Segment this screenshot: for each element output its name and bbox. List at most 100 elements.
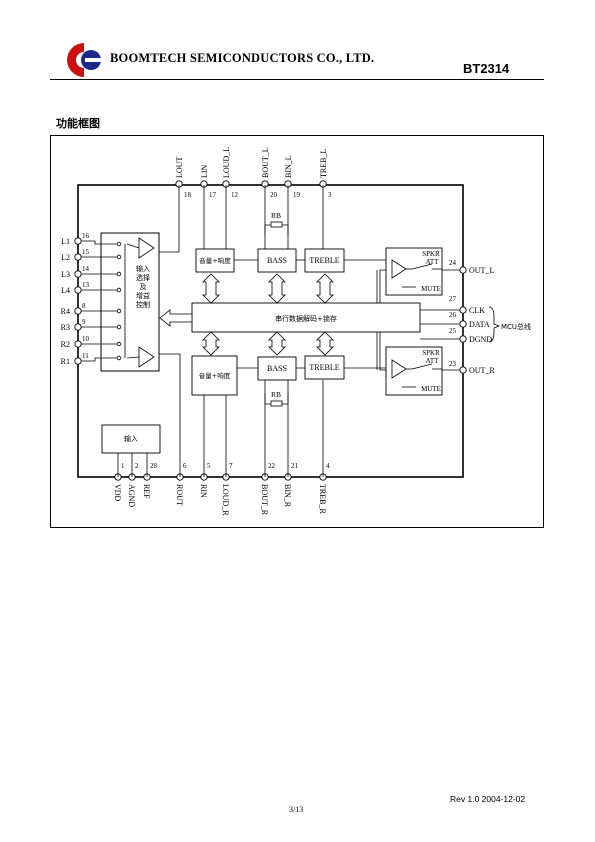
pin-num-l4: 13 — [82, 281, 90, 289]
pin-num-agnd: 2 — [135, 462, 139, 470]
pin-num-bout_r: 22 — [268, 462, 276, 470]
pin-label-out_r: OUT_R — [469, 366, 495, 375]
volume-loudness-bottom-label: 音量+响度 — [199, 371, 231, 380]
pin-num-l3: 14 — [82, 265, 90, 273]
pin-label-rout: ROUT — [175, 484, 184, 506]
pin-label-bin_r: BIN_R — [283, 484, 292, 508]
rb-bottom-label: RB — [271, 390, 281, 399]
bass-top-label: BASS — [267, 256, 287, 265]
bass-bottom — [257, 356, 297, 381]
speaker-att-top — [385, 247, 443, 296]
pin-label-lout: LOUT — [175, 157, 184, 178]
volume-loudness-bottom — [191, 355, 238, 396]
pin-label-bout_r: BOUT_R — [260, 484, 269, 516]
footer-revision: Rev 1.0 2004-12-02 — [450, 794, 526, 804]
pin-num-treb_r: 4 — [326, 462, 330, 470]
mcu-bus-label: MCU总线 — [501, 322, 531, 331]
wire-r1 — [81, 357, 117, 362]
pin-num-clk: 27 — [449, 295, 457, 303]
switch-contact-l4 — [116, 287, 122, 293]
rb-bottom — [264, 393, 289, 407]
pin-label-r3: R3 — [61, 323, 70, 332]
bass-bottom-label: BASS — [267, 364, 287, 373]
pin-label-vdd: VDD — [113, 484, 122, 502]
pin-r2 — [74, 340, 82, 348]
switch-contact-l1 — [116, 241, 122, 247]
treble-top-label: TREBLE — [309, 256, 339, 265]
pin-dgnd — [459, 335, 467, 343]
pin-label-lin: LIN — [200, 164, 209, 178]
bottom-wiring — [117, 353, 324, 477]
pin-num-out_r: 23 — [449, 360, 457, 368]
pin-num-lout: 18 — [184, 191, 192, 199]
pin-r1 — [74, 357, 82, 365]
volume-loudness-top — [195, 248, 235, 273]
pin-label-loud_l: LOUD_L — [222, 147, 231, 178]
switch-contact-r3 — [116, 324, 122, 330]
serial-to-speaker — [376, 269, 386, 371]
part-number: BT2314 — [463, 61, 510, 76]
pin-num-dgnd: 25 — [449, 327, 457, 335]
wire-l1 — [81, 240, 117, 245]
pin-num-r4: 8 — [82, 302, 86, 310]
switch-contact-r2 — [116, 341, 122, 347]
pin-num-l2: 15 — [82, 248, 90, 256]
treble-bottom-label: TREBLE — [309, 363, 339, 372]
pin-label-agnd: AGND — [127, 484, 136, 507]
pin-label-r1: R1 — [61, 357, 70, 366]
pin-l1 — [74, 237, 82, 245]
pin-num-loud_r: 7 — [229, 462, 233, 470]
pin-label-loud_r: LOUD_R — [221, 484, 230, 516]
switch-contact-l3 — [116, 271, 122, 277]
pin-label-clk: CLK — [469, 306, 485, 315]
pin-num-ref: 28 — [150, 462, 158, 470]
speaker-att-bottom — [385, 346, 443, 396]
pin-out_r — [459, 366, 467, 374]
pin-l4 — [74, 286, 82, 294]
pin-label-bin_l: BIN_L — [284, 155, 293, 178]
pin-r4 — [74, 307, 82, 315]
header-divider — [50, 79, 544, 80]
pin-num-vdd: 1 — [121, 462, 125, 470]
pin-out_l — [459, 266, 467, 274]
input-power-block — [101, 424, 161, 454]
bass-top — [257, 248, 297, 273]
pin-num-r1: 11 — [82, 352, 89, 360]
pin-num-data: 26 — [449, 311, 457, 319]
pin-l3 — [74, 270, 82, 278]
pin-label-out_l: OUT_L — [469, 266, 494, 275]
bottom-pins: VDD1AGND2REF28ROUT6RIN5LOUD_R7BOUT_R22BI… — [113, 462, 330, 516]
right-wiring — [420, 269, 501, 371]
treble-bottom — [304, 355, 345, 380]
pin-num-lin: 17 — [209, 191, 217, 199]
treble-top — [304, 248, 345, 273]
switch-contact-r4 — [116, 308, 122, 314]
rb-top — [264, 221, 289, 235]
rb-top-label: RB — [271, 211, 281, 220]
input-select-block — [100, 232, 160, 372]
company-logo — [57, 41, 109, 79]
section-title: 功能框图 — [56, 117, 100, 130]
company-name: BOOMTECH SEMICONDUCTORS CO., LTD. — [110, 51, 375, 65]
pin-data — [459, 320, 467, 328]
top-pins: LOUT18LIN17LOUD_L12BOUT_L20BIN_L19TREB_L… — [175, 147, 332, 199]
pin-num-bin_l: 19 — [293, 191, 301, 199]
pin-l2 — [74, 253, 82, 261]
pin-label-l4: L4 — [61, 286, 70, 295]
pin-label-r4: R4 — [61, 307, 70, 316]
pin-num-r3: 9 — [82, 318, 86, 326]
chip-outline — [77, 184, 464, 478]
logo-icon — [67, 43, 101, 77]
switch-contact-l2 — [116, 254, 122, 260]
pin-num-out_l: 24 — [449, 259, 457, 267]
volume-loudness-top-label: 音量+响度 — [199, 256, 231, 265]
pin-num-treb_l: 3 — [328, 191, 332, 199]
pin-label-treb_l: TREB_L — [319, 149, 328, 178]
pin-num-rout: 6 — [183, 462, 187, 470]
pin-num-bin_r: 21 — [291, 462, 299, 470]
